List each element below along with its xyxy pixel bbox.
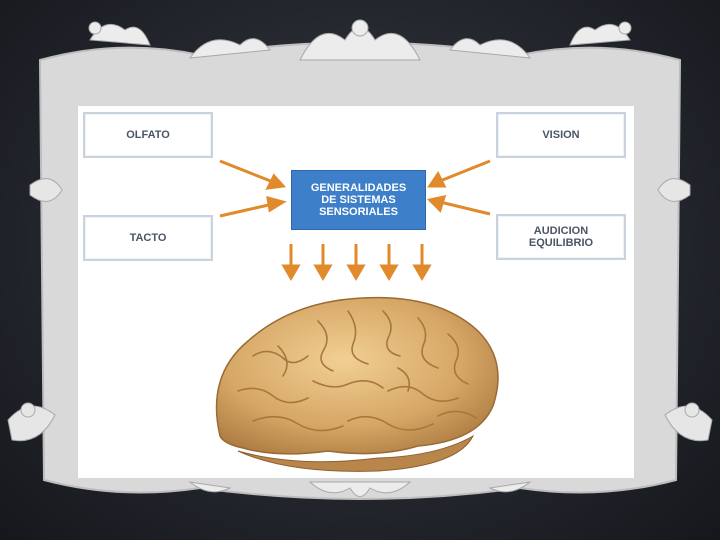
bottom-ornament: [188, 481, 532, 497]
sense-label-olfato: OLFATO: [126, 129, 170, 141]
center-line-1: GENERALIDADES: [310, 182, 407, 194]
sense-label-audicion: AUDICION: [533, 225, 589, 237]
diagram-graphics: [215, 159, 499, 472]
sense-box-tacto: TACTO: [83, 215, 213, 261]
center-label: GENERALIDADES DE SISTEMAS SENSORIALES: [311, 182, 406, 218]
brain-illustration: [215, 296, 499, 472]
arrow-tacto-to-center: [219, 195, 287, 218]
slide-content: OLFATO TACTO VISION AUDICION EQUILIBRIO …: [78, 106, 634, 478]
center-concept-box: GENERALIDADES DE SISTEMAS SENSORIALES: [291, 170, 426, 230]
center-line-3: SENSORIALES: [319, 206, 398, 218]
down-arrow: [313, 244, 333, 281]
down-arrow: [281, 244, 301, 281]
center-line-2: DE SISTEMAS: [321, 194, 396, 206]
sense-box-olfato: OLFATO: [83, 112, 213, 158]
sense-box-audicion: AUDICION EQUILIBRIO: [496, 214, 626, 260]
side-ornaments: [7, 178, 713, 442]
down-arrow: [412, 244, 432, 281]
arrow-olfato-to-center: [219, 159, 287, 190]
down-arrow: [346, 244, 366, 281]
top-ornament: [88, 19, 632, 61]
sense-label-vision: VISION: [542, 129, 580, 141]
sense-label-tacto: TACTO: [129, 232, 167, 244]
sense-label-audicion-group: AUDICION EQUILIBRIO: [529, 225, 593, 249]
arrow-vision-to-center: [427, 159, 491, 188]
down-arrows: [281, 244, 432, 281]
sense-box-vision: VISION: [496, 112, 626, 158]
arrow-audicion-to-center: [426, 194, 491, 216]
sense-label-equilibrio: EQUILIBRIO: [528, 237, 594, 249]
down-arrow: [379, 244, 399, 281]
